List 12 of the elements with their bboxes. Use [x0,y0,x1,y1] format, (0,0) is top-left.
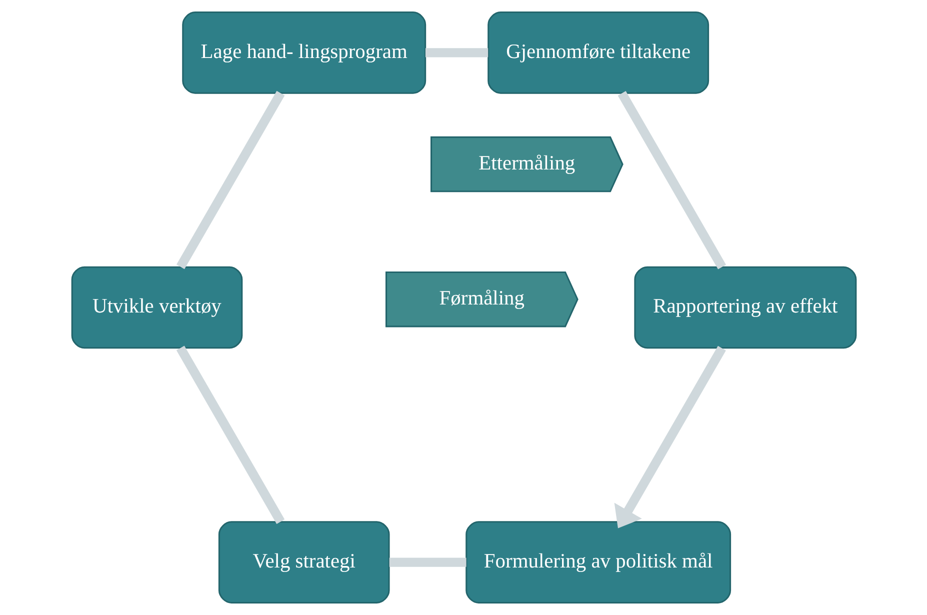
connector [617,91,726,270]
node-box: Lage hand- lingsprogram [182,12,426,94]
connector [388,558,466,567]
node-box: Gjennomføre tiltakene [487,12,709,94]
connector [176,90,284,270]
connector [176,346,284,524]
connector [424,48,488,58]
node-box: Velg strategi [218,521,390,604]
node-box: Utvikle verktøy [70,266,242,349]
arrow [614,346,726,528]
node-box: Rapportering av effekt [634,266,856,349]
node-box: Formulering av politisk mål [465,521,731,604]
